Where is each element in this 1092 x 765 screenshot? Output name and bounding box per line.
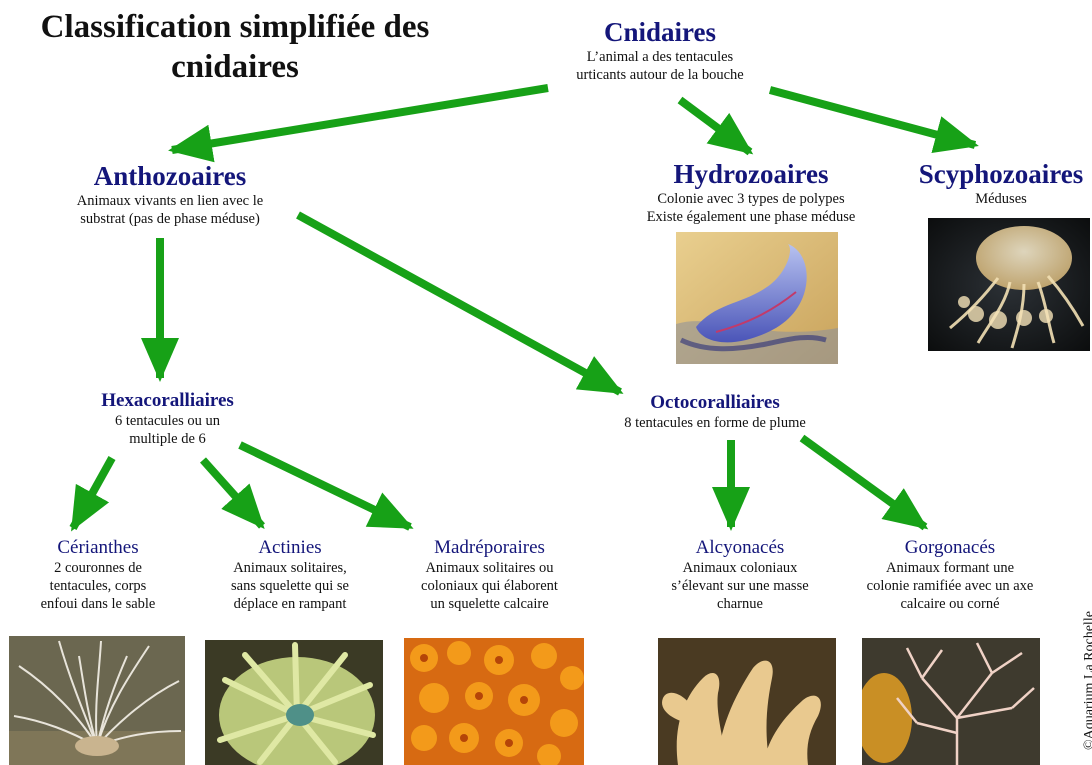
arrow-cnidaires-to-hydrozoaires [677, 96, 754, 156]
node-actinies-title: Actinies [258, 537, 322, 558]
node-gorgonaces-desc-line-1: Animaux formant une [885, 559, 1015, 576]
node-cerianthes: Cérianthes 2 couronnes de tentacules, co… [8, 537, 188, 613]
node-actinies-desc-line-2: sans squelette qui se [231, 577, 349, 594]
node-madreporaires-desc-line-1: Animaux solitaires ou [425, 559, 554, 576]
cerianthe-photo [9, 636, 185, 765]
node-cerianthes-desc-line-1: 2 couronnes de [54, 559, 142, 576]
node-cerianthes-desc-line-3: enfoui dans le sable [40, 596, 156, 613]
node-cnidaires-desc-line-2: urticants autour de la bouche [576, 66, 744, 83]
node-gorgonaces-desc-line-3: calcaire ou corné [900, 596, 1000, 613]
node-octocoralliaires: Octocoralliaires 8 tentacules en forme d… [585, 392, 845, 432]
node-scyphozoaires-desc-line-1: Méduses [975, 190, 1027, 207]
alcyonace-photo [658, 638, 836, 765]
node-alcyonaces-desc-line-1: Animaux coloniaux [682, 559, 798, 576]
node-cnidaires: Cnidaires L’animal a des tentacules urti… [530, 17, 790, 84]
node-gorgonaces: Gorgonacés Animaux formant une colonie r… [848, 537, 1052, 613]
gorgonace-photo [862, 638, 1040, 765]
arrow-hexacoralliaires-to-madreporaires [238, 441, 414, 531]
node-anthozoaires-desc-line-1: Animaux vivants en lien avec le [76, 192, 264, 209]
node-cerianthes-title: Cérianthes [57, 537, 139, 558]
node-hexacoralliaires-desc-line-2: multiple de 6 [129, 430, 206, 447]
node-hexacoralliaires: Hexacoralliaires 6 tentacules ou un mult… [60, 390, 275, 448]
node-anthozoaires: Anthozoaires Animaux vivants en lien ave… [40, 161, 300, 228]
node-madreporaires-title: Madréporaires [434, 537, 545, 558]
scyphozoaire-photo [928, 218, 1090, 351]
node-madreporaires-desc-line-2: coloniaux qui élaborent [421, 577, 558, 594]
node-alcyonaces-desc-line-3: charnue [717, 596, 763, 613]
copyright-credit: ©Aquarium La Rochelle [1082, 611, 1092, 750]
arrow-cnidaires-to-scyphozoaires [768, 86, 979, 153]
node-octocoralliaires-title: Octocoralliaires [650, 392, 780, 413]
arrow-anthozoaires-to-octocoralliaires [296, 211, 624, 396]
node-cnidaires-title: Cnidaires [603, 17, 717, 47]
node-cnidaires-desc-line-1: L’animal a des tentacules [586, 48, 734, 65]
arrow-hexacoralliaires-to-cerianthes [69, 456, 116, 532]
actinie-photo [205, 640, 383, 765]
node-hydrozoaires-desc-line-2: Existe également une phase méduse [646, 208, 856, 225]
node-anthozoaires-title: Anthozoaires [93, 161, 247, 191]
node-hexacoralliaires-desc-line-1: 6 tentacules ou un [114, 412, 221, 429]
node-gorgonaces-desc-line-2: colonie ramifiée avec un axe [866, 577, 1034, 594]
madreporaire-photo [404, 638, 584, 765]
arrow-cnidaires-to-anthozoaires [168, 84, 549, 163]
node-hydrozoaires: Hydrozoaires Colonie avec 3 types de pol… [620, 159, 882, 226]
node-hydrozoaires-desc-line-1: Colonie avec 3 types de polypes [657, 190, 845, 207]
node-octocoralliaires-desc-line-1: 8 tentacules en forme de plume [624, 414, 806, 431]
node-cerianthes-desc-line-2: tentacules, corps [49, 577, 147, 594]
node-alcyonaces-desc-line-2: s’élevant sur une masse [671, 577, 809, 594]
arrow-hexacoralliaires-to-actinies [200, 457, 265, 529]
hydrozoaire-photo [676, 232, 838, 364]
node-madreporaires-desc-line-3: un squelette calcaire [430, 596, 549, 613]
node-actinies-desc-line-1: Animaux solitaires, [233, 559, 347, 576]
node-alcyonaces: Alcyonacés Animaux coloniaux s’élevant s… [640, 537, 840, 613]
arrow-octocoralliaires-to-gorgonaces [799, 434, 929, 531]
main-title: Classification simplifiée des cnidaires [40, 9, 430, 85]
node-alcyonaces-title: Alcyonacés [695, 537, 785, 558]
node-scyphozoaires-title: Scyphozoaires [918, 159, 1084, 189]
node-anthozoaires-desc-line-2: substrat (pas de phase méduse) [80, 210, 260, 227]
node-scyphozoaires: Scyphozoaires Méduses [910, 159, 1092, 208]
node-hydrozoaires-title: Hydrozoaires [673, 159, 829, 189]
node-gorgonaces-title: Gorgonacés [904, 537, 996, 558]
node-madreporaires: Madréporaires Animaux solitaires ou colo… [392, 537, 587, 613]
node-hexacoralliaires-title: Hexacoralliaires [101, 390, 234, 411]
node-actinies-desc-line-3: déplace en rampant [233, 596, 347, 613]
node-actinies: Actinies Animaux solitaires, sans squele… [200, 537, 380, 613]
